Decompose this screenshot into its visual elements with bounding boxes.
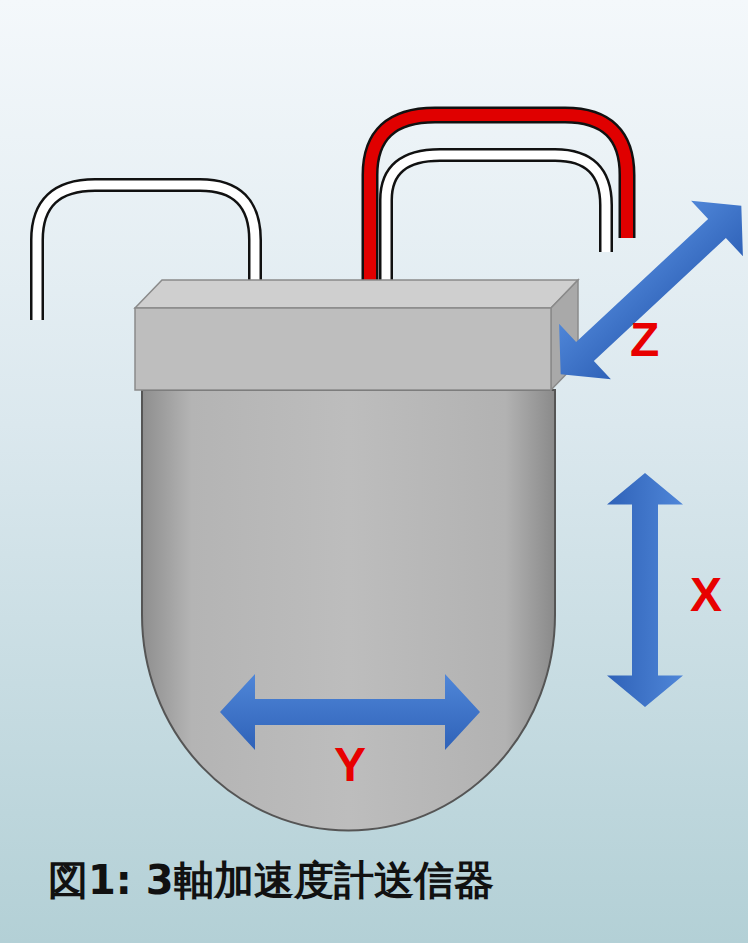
z-axis-arrow [535, 178, 748, 402]
axis-label: Z [630, 316, 659, 364]
y-axis-arrow [220, 674, 480, 750]
axis-label: Y [334, 741, 366, 789]
lead-wire-red [370, 115, 627, 290]
x-axis-arrow [607, 473, 683, 707]
transmitter-header [135, 280, 578, 390]
transmitter-body [142, 390, 555, 831]
axis-label: X [690, 571, 722, 619]
lead-wire [386, 155, 606, 292]
figure-caption: 図1: 3軸加速度計送信器 [48, 858, 494, 902]
